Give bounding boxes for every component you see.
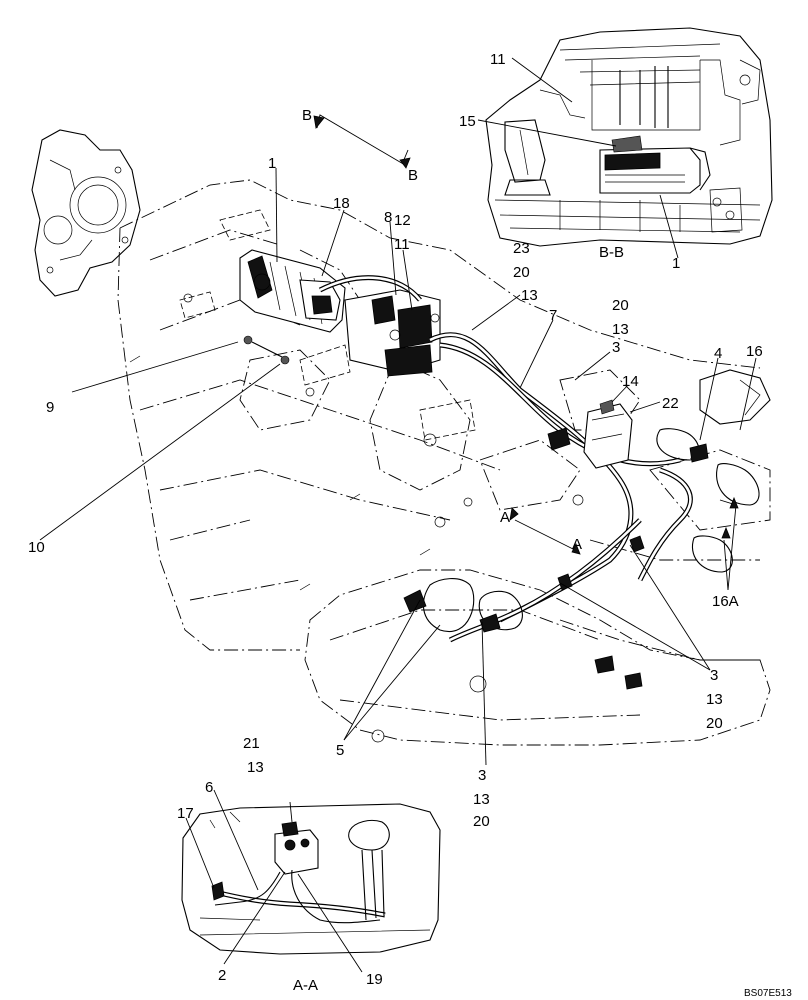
section-arrow-a-right: A [572,536,582,553]
callout-15-inset: 15 [459,113,476,130]
callout-5: 5 [336,742,344,759]
view-title-aa: A-A [293,977,318,994]
callout-14: 14 [622,373,639,390]
callout-8: 8 [384,209,392,226]
inset-view-aa [181,803,441,955]
callout-17-aa: 17 [177,805,194,822]
view-title-bb: B-B [599,244,624,261]
callout-11-inset: 11 [490,51,506,68]
callout-20-right-low: 20 [706,715,723,732]
callout-21-aa: 21 [243,735,260,752]
callout-6-aa: 6 [205,779,213,796]
lower-tank [304,569,771,746]
callout-12: 12 [394,212,411,229]
callout-13-aa: 13 [247,759,264,776]
drawing-number: BS07E513 [744,988,792,999]
leader-lines [39,57,757,973]
callout-13-right-low: 13 [706,691,723,708]
callout-11-mid: 11 [394,236,410,253]
callout-3-right: 3 [710,667,718,684]
callout-labels: B B 1 18 8 12 11 13 20 13 7 3 4 16 14 22… [28,51,792,999]
callout-4: 4 [714,345,722,362]
callout-10: 10 [28,539,45,556]
section-arrow-b-right: B [408,167,418,184]
callout-20-right: 20 [612,297,629,314]
callout-2-aa: 2 [218,967,226,984]
callout-13-right: 13 [612,321,629,338]
cable-harness [318,275,760,643]
callout-1-top: 1 [268,155,276,172]
inset-view-bb [485,27,773,247]
callout-20-inset: 20 [513,264,530,281]
callout-16a: 16A [712,593,739,610]
starter-motor [239,249,346,365]
callout-13-mid: 13 [521,287,538,304]
callout-16: 16 [746,343,763,360]
chassis-frame [117,179,771,661]
control-module [583,369,771,469]
callout-18: 18 [333,195,350,212]
callout-20-bottom: 20 [473,813,490,830]
callout-19-aa: 19 [366,971,383,988]
callout-13-bottom: 13 [473,791,490,808]
callout-3-bottom: 3 [478,767,486,784]
callout-7: 7 [549,307,557,324]
callout-23-inset: 23 [513,240,530,257]
engine-flywheel-housing [31,129,141,297]
callout-1-inset: 1 [672,255,680,272]
section-arrow-a-left: A [500,509,510,526]
callout-9: 9 [46,399,54,416]
callout-22: 22 [662,395,679,412]
relay-block [344,289,441,377]
callout-3-upper: 3 [612,339,620,356]
section-arrow-b-left: B [302,107,312,124]
